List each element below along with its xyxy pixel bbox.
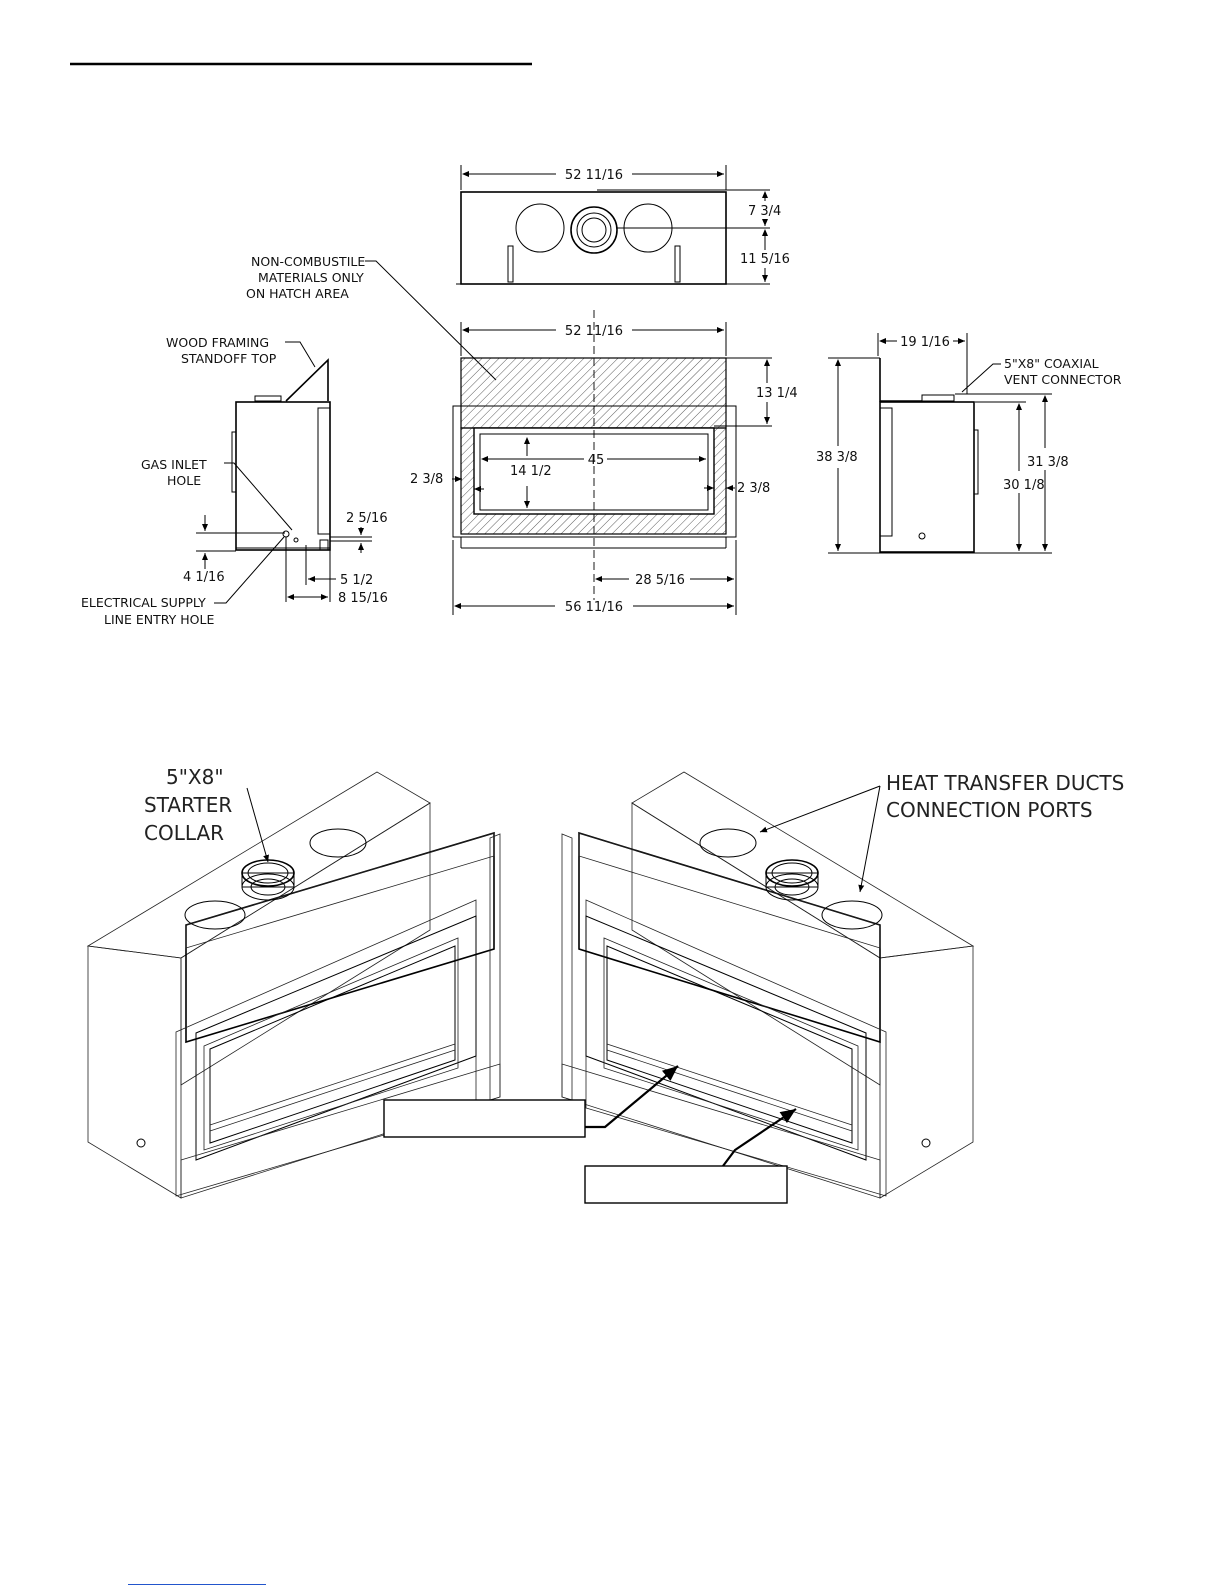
wood-framing-line-1: WOOD FRAMING	[166, 335, 269, 350]
heat-transfer-line-1: HEAT TRANSFER DUCTS	[886, 771, 1124, 795]
opening-height-dim: 14 1/2	[510, 464, 552, 479]
electrical-line-1: ELECTRICAL SUPPLY	[81, 595, 206, 610]
right-offset-dim: 28 5/16	[635, 573, 685, 588]
left-margin-dim: 2 3/8	[410, 472, 443, 487]
dim-5-1-2: 5 1/2	[340, 573, 373, 588]
right-side-view: 19 1/16 5"X8" COAXIAL VENT CONNECTOR 38 …	[816, 333, 1122, 554]
overall-width-dim: 56 11/16	[565, 600, 623, 615]
heat-transfer-line-2: CONNECTION PORTS	[886, 798, 1093, 822]
right-margin-dim: 2 3/8	[737, 481, 770, 496]
non-combustible-callout: NON-COMBUSTILE MATERIALS ONLY ON HATCH A…	[246, 254, 497, 381]
iso-view-left: 5"X8" STARTER COLLAR	[86, 765, 501, 1199]
wood-framing-line-2: STANDOFF TOP	[181, 351, 277, 366]
total-height-dim: 38 3/8	[816, 450, 858, 465]
height-vent-dim: 31 3/8	[1027, 455, 1069, 470]
front-view: 52 11/16 13 1/4 14 1/2 45 2 3/8 2 3/8 28…	[410, 310, 798, 615]
vent-line-1: 5"X8" COAXIAL	[1004, 356, 1099, 371]
gas-inlet-line-2: HOLE	[167, 473, 201, 488]
non-combustible-line-2: MATERIALS ONLY	[258, 270, 364, 285]
electrical-line-2: LINE ENTRY HOLE	[104, 612, 214, 627]
top-view: 52 11/16 7 3/4 11 5/16	[456, 165, 790, 285]
body-height-dim: 30 1/8	[1003, 478, 1045, 493]
right-depth-dim: 19 1/16	[900, 335, 950, 350]
starter-collar-line-1: 5"X8"	[166, 765, 224, 789]
top-width-dim: 52 11/16	[565, 168, 623, 183]
iso-view-right: HEAT TRANSFER DUCTS CONNECTION PORTS	[561, 771, 1124, 1199]
left-side-view: WOOD FRAMING STANDOFF TOP GAS INLET HOLE…	[81, 335, 388, 627]
dim-8-15-16: 8 15/16	[338, 591, 388, 606]
gas-inlet-line-1: GAS INLET	[141, 457, 207, 472]
top-depth-dim: 7 3/4	[748, 204, 781, 219]
non-combustible-line-3: ON HATCH AREA	[246, 286, 349, 301]
front-top-width-dim: 52 11/16	[565, 324, 623, 339]
hatch-height-dim: 13 1/4	[756, 386, 798, 401]
opening-width-dim: 45	[588, 453, 605, 468]
starter-collar-line-2: STARTER	[144, 793, 232, 817]
non-combustible-line-1: NON-COMBUSTILE	[251, 254, 365, 269]
callout-box-2	[584, 1108, 797, 1204]
callout-box-1	[383, 1065, 679, 1138]
dim-4-1-16: 4 1/16	[183, 570, 225, 585]
dim-2-5-16: 2 5/16	[346, 511, 388, 526]
total-depth-dim: 11 5/16	[740, 252, 790, 267]
starter-collar-line-3: COLLAR	[144, 821, 224, 845]
vent-line-2: VENT CONNECTOR	[1004, 372, 1122, 387]
